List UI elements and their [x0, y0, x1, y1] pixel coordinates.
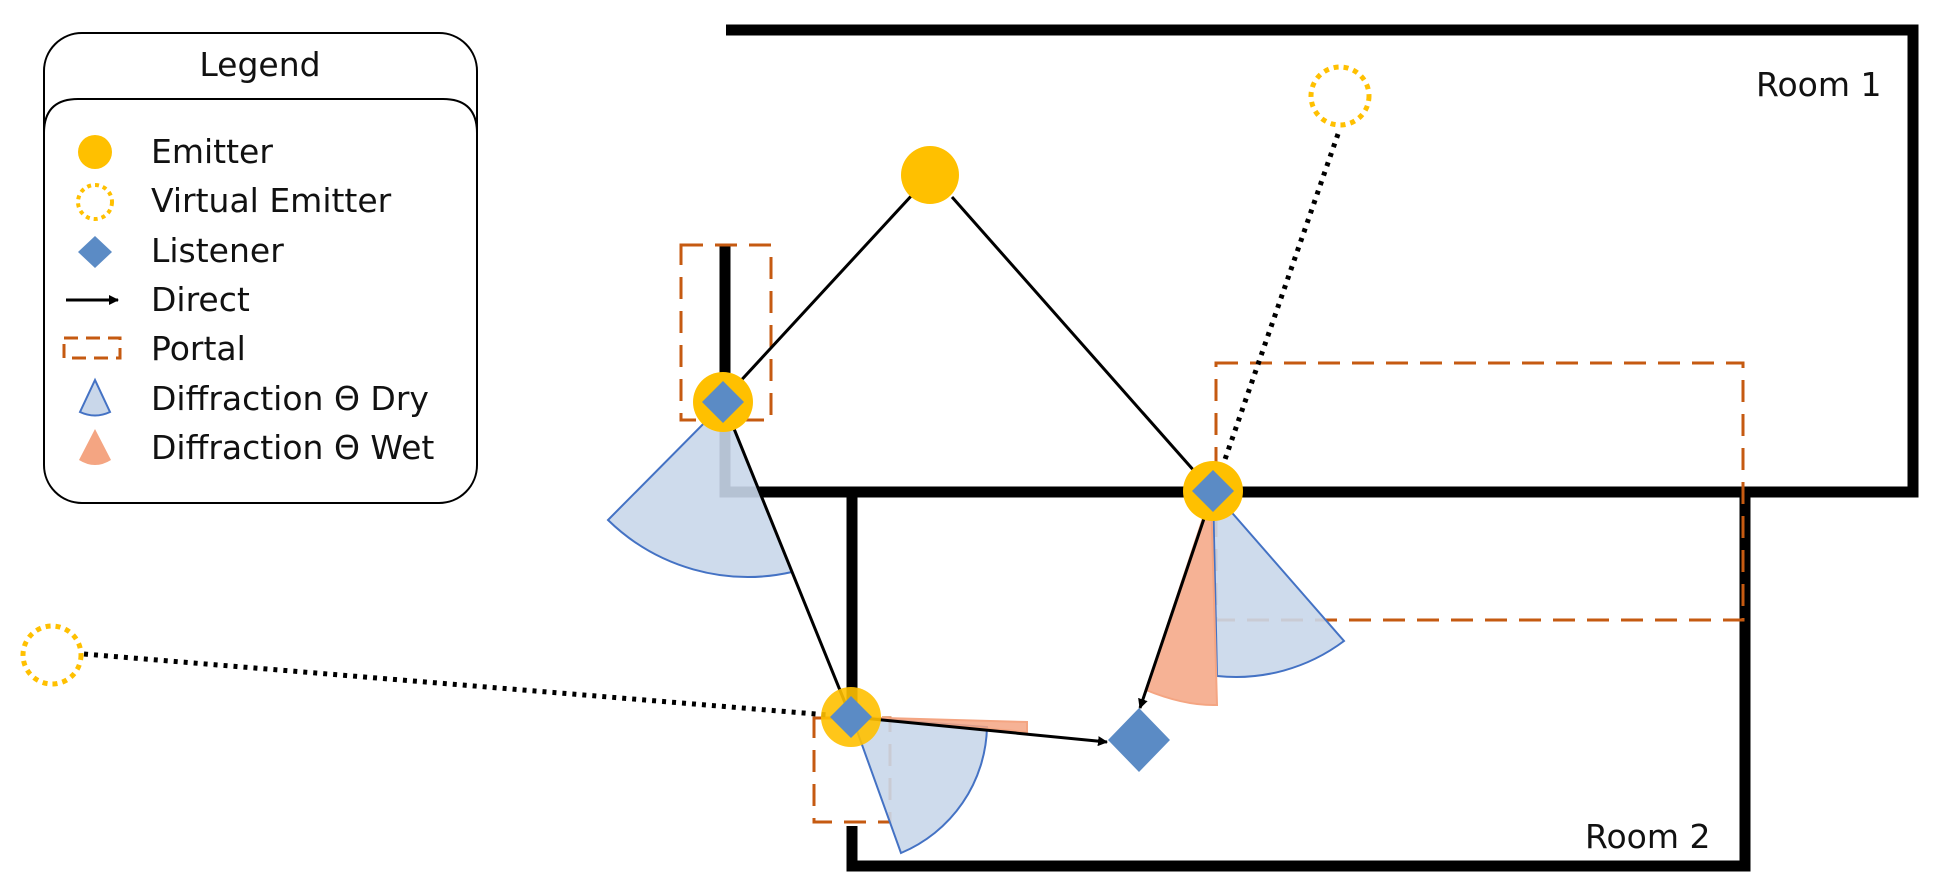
listener [1108, 708, 1170, 772]
direct-path-emitter-to-node-2 [950, 196, 1213, 491]
legend-label-diffraction-wet: Diffraction Θ Wet [151, 428, 434, 467]
legend-label-virtual-emitter: Virtual Emitter [151, 181, 392, 220]
diffraction-dry-wedge-3 [850, 715, 989, 855]
virtual-path-left [83, 651, 829, 718]
emitter [901, 146, 959, 204]
diffraction-node-3 [821, 687, 881, 747]
legend-label-emitter: Emitter [151, 132, 273, 171]
diffraction-node-2 [1183, 461, 1243, 521]
direct-path-node-1-to-node-3 [722, 403, 852, 716]
emitter-icon [78, 135, 112, 169]
legend-label-diffraction-dry: Diffraction Θ Dry [151, 379, 429, 418]
diffraction-dry-icon [78, 377, 112, 417]
diffraction-dry-wedge-1 [606, 401, 794, 578]
legend-title: Legend [199, 45, 320, 84]
virtual-emitter-left [20, 623, 84, 687]
direct-path-node-3-to-listener [851, 715, 1108, 747]
room-2-walls [846, 494, 1751, 872]
diffraction-node-1 [693, 372, 753, 432]
legend-label-portal: Portal [151, 329, 246, 368]
room-1-label: Room 1 [1756, 65, 1881, 104]
room-2-label: Room 2 [1585, 817, 1710, 856]
virtual-emitter-icon [76, 183, 114, 221]
listener-icon [78, 236, 112, 268]
portal-icon [62, 336, 122, 360]
virtual-path-top [1219, 133, 1341, 469]
virtual-emitter-top [1308, 64, 1372, 128]
diffraction-wet-icon [79, 429, 111, 465]
diffraction-wet-wedge-1 [1144, 493, 1219, 707]
diffraction-dry-wedge-2 [1211, 488, 1346, 678]
direct-path-emitter-to-node-1 [721, 192, 915, 402]
direct-path-node-2-to-listener [1138, 491, 1215, 709]
legend-box: Legend Emitter Virtual Emitter Listener … [43, 32, 478, 504]
legend-label-listener: Listener [151, 231, 284, 270]
legend-label-direct: Direct [151, 280, 250, 319]
room-1-walls [719, 24, 1919, 498]
